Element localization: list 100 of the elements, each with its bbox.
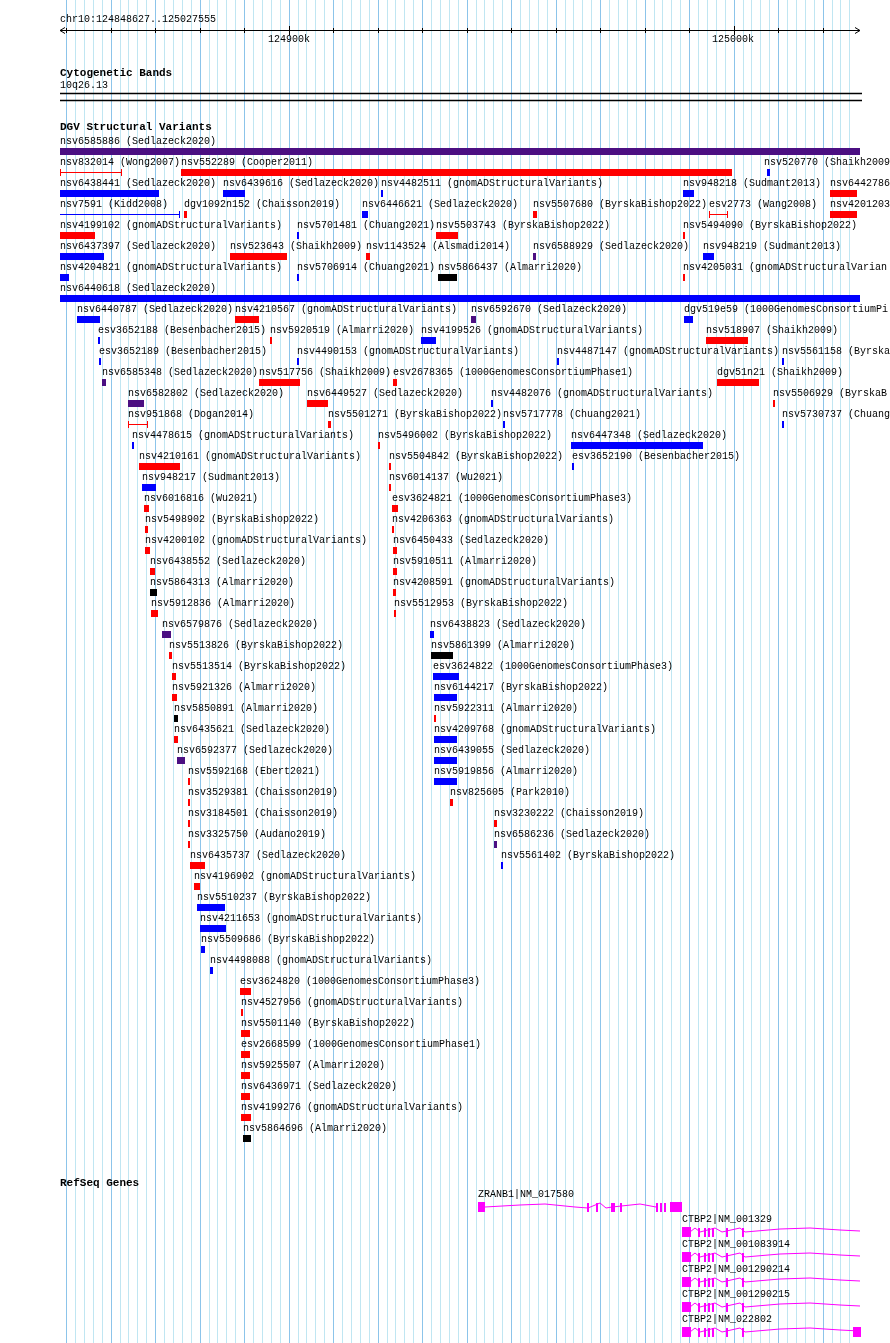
- variant-label: nsv5501271 (ByrskaBishop2022): [328, 410, 503, 420]
- variant-label: nsv1143524 (Alsmadi2014): [366, 242, 511, 252]
- variant-label: nsv5561158 (Byrska: [782, 347, 890, 357]
- variant-label: nsv5922311 (Almarri2020): [434, 704, 579, 714]
- variant-label: nsv5509686 (ByrskaBishop2022): [201, 935, 376, 945]
- variant-label: nsv4527956 (gnomADStructuralVariants): [241, 998, 464, 1008]
- variant-label: nsv5494090 (ByrskaBishop2022): [683, 221, 858, 231]
- track-title: DGV Structural Variants: [60, 122, 212, 133]
- variant-label: nsv5498902 (ByrskaBishop2022): [145, 515, 320, 525]
- variant-label: nsv5706914 (Chuang2021): [297, 263, 436, 273]
- variant-label: nsv6449527 (Sedlazeck2020): [307, 389, 464, 399]
- variant-label: nsv5501140 (ByrskaBishop2022): [241, 1019, 416, 1029]
- variant-label: nsv6446621 (Sedlazeck2020): [362, 200, 519, 210]
- variant-label: nsv6592670 (Sedlazeck2020): [471, 305, 628, 315]
- variant-label: nsv5510237 (ByrskaBishop2022): [197, 893, 372, 903]
- variant-label: nsv6016816 (Wu2021): [144, 494, 259, 504]
- variant-label: nsv4482511 (gnomADStructuralVariants): [381, 179, 604, 189]
- variant-label: nsv4211653 (gnomADStructuralVariants): [200, 914, 423, 924]
- variant-label: nsv523643 (Shaikh2009): [230, 242, 363, 252]
- variant-label: dgv51n21 (Shaikh2009): [717, 368, 844, 378]
- variant-label: dgv1092n152 (Chaisson2019): [184, 200, 341, 210]
- variant-label: esv3624820 (1000GenomesConsortiumPhase3): [240, 977, 481, 987]
- variant-label: dgv519e59 (1000GenomesConsortiumPi: [684, 305, 889, 315]
- variant-label: nsv7591 (Kidd2008): [60, 200, 169, 210]
- variant-label: nsv948218 (Sudmant2013): [683, 179, 822, 189]
- gene-label: CTBP2|NM_001083914: [682, 1240, 791, 1250]
- variant-label: esv3652189 (Besenbacher2015): [99, 347, 268, 357]
- axis-tick-label: 124900k: [268, 35, 310, 45]
- gene-label: ZRANB1|NM_017580: [478, 1190, 574, 1200]
- variant-label: nsv5919856 (Almarri2020): [434, 767, 579, 777]
- variant-label: esv3652190 (Besenbacher2015): [572, 452, 741, 462]
- variant-label: nsv5561402 (ByrskaBishop2022): [501, 851, 676, 861]
- variant-label: nsv4201203: [830, 200, 890, 210]
- variant-label: nsv6582802 (Sedlazeck2020): [128, 389, 285, 399]
- variant-label: nsv5861399 (Almarri2020): [431, 641, 576, 651]
- variant-label: nsv3325750 (Audano2019): [188, 830, 327, 840]
- variant-label: nsv6439055 (Sedlazeck2020): [434, 746, 591, 756]
- variant-label: nsv518907 (Shaikh2009): [706, 326, 839, 336]
- variant-label: nsv5496002 (ByrskaBishop2022): [378, 431, 553, 441]
- variant-label: nsv6592377 (Sedlazeck2020): [177, 746, 334, 756]
- variant-label: nsv520770 (Shaikh2009: [764, 158, 890, 168]
- axis-tick-label: 125000k: [712, 35, 754, 45]
- variant-label: nsv6440787 (Sedlazeck2020): [77, 305, 234, 315]
- variant-label: nsv552289 (Cooper2011): [181, 158, 314, 168]
- variant-label: nsv4208591 (gnomADStructuralVariants): [393, 578, 616, 588]
- variant-label: nsv5701481 (Chuang2021): [297, 221, 436, 231]
- variant-label: nsv4205031 (gnomADStructuralVarian: [683, 263, 888, 273]
- variant-label: nsv517756 (Shaikh2009): [259, 368, 392, 378]
- track-title: Cytogenetic Bands: [60, 68, 173, 79]
- variant-label: nsv5864696 (Almarri2020): [243, 1124, 388, 1134]
- variant-label: nsv5592168 (Ebert2021): [188, 767, 321, 777]
- variant-label: nsv5730737 (Chuang: [782, 410, 890, 420]
- variant-label: nsv6438823 (Sedlazeck2020): [430, 620, 587, 630]
- variant-label: nsv5507680 (ByrskaBishop2022): [533, 200, 708, 210]
- variant-label: nsv6588929 (Sedlazeck2020): [533, 242, 690, 252]
- variant-label: nsv3184501 (Chaisson2019): [188, 809, 339, 819]
- variant-label: nsv948219 (Sudmant2013): [703, 242, 842, 252]
- variant-label: nsv4199276 (gnomADStructuralVariants): [241, 1103, 464, 1113]
- variant-label: nsv6438552 (Sedlazeck2020): [150, 557, 307, 567]
- variant-label: nsv6439616 (Sedlazeck2020): [223, 179, 380, 189]
- variant-label: nsv5717778 (Chuang2021): [503, 410, 642, 420]
- variant-label: esv2668599 (1000GenomesConsortiumPhase1): [241, 1040, 482, 1050]
- gene-label: CTBP2|NM_001329: [682, 1215, 772, 1225]
- variant-label: nsv4199526 (gnomADStructuralVariants): [421, 326, 644, 336]
- gene-label: CTBP2|NM_001290214: [682, 1265, 791, 1275]
- track-title: RefSeq Genes: [60, 1178, 140, 1189]
- variant-label: nsv4204821 (gnomADStructuralVariants): [60, 263, 283, 273]
- variant-label: nsv3529381 (Chaisson2019): [188, 788, 339, 798]
- variant-label: nsv4498088 (gnomADStructuralVariants): [210, 956, 433, 966]
- variant-label: nsv5910511 (Almarri2020): [393, 557, 538, 567]
- variant-label: nsv5912836 (Almarri2020): [151, 599, 296, 609]
- variant-label: nsv4200102 (gnomADStructuralVariants): [145, 536, 368, 546]
- variant-label: nsv6447348 (Sedlazeck2020): [571, 431, 728, 441]
- variant-label: nsv6450433 (Sedlazeck2020): [393, 536, 550, 546]
- coordinate-label: chr10:124848627..125027555: [60, 15, 217, 25]
- variant-label: nsv4206363 (gnomADStructuralVariants): [392, 515, 615, 525]
- band-label: 10q26.13: [60, 81, 108, 91]
- variant-label: nsv6014137 (Wu2021): [389, 473, 504, 483]
- variant-label: nsv4490153 (gnomADStructuralVariants): [297, 347, 520, 357]
- variant-label: esv2678365 (1000GenomesConsortiumPhase1): [393, 368, 634, 378]
- variant-label: nsv6435621 (Sedlazeck2020): [174, 725, 331, 735]
- variant-label: nsv4478615 (gnomADStructuralVariants): [132, 431, 355, 441]
- variant-label: nsv6579876 (Sedlazeck2020): [162, 620, 319, 630]
- variant-label: nsv5506929 (ByrskaB: [773, 389, 888, 399]
- variant-label: nsv5921326 (Almarri2020): [172, 683, 317, 693]
- variant-label: esv3652188 (Besenbacher2015): [98, 326, 267, 336]
- variant-label: nsv6585348 (Sedlazeck2020): [102, 368, 259, 378]
- variant-label: nsv5503743 (ByrskaBishop2022): [436, 221, 611, 231]
- variant-label: nsv5512953 (ByrskaBishop2022): [394, 599, 569, 609]
- variant-label: nsv6442786: [830, 179, 890, 189]
- variant-label: nsv4199102 (gnomADStructuralVariants): [60, 221, 283, 231]
- variant-label: nsv4482076 (gnomADStructuralVariants): [491, 389, 714, 399]
- variant-label: nsv6144217 (ByrskaBishop2022): [434, 683, 609, 693]
- gene-label: CTBP2|NM_001290215: [682, 1290, 791, 1300]
- variant-label: nsv6438441 (Sedlazeck2020): [60, 179, 217, 189]
- variant-label: nsv5866437 (Almarri2020): [438, 263, 583, 273]
- variant-label: nsv4210161 (gnomADStructuralVariants): [139, 452, 362, 462]
- variant-label: nsv5864313 (Almarri2020): [150, 578, 295, 588]
- variant-label: nsv5925507 (Almarri2020): [241, 1061, 386, 1071]
- variant-label: nsv948217 (Sudmant2013): [142, 473, 281, 483]
